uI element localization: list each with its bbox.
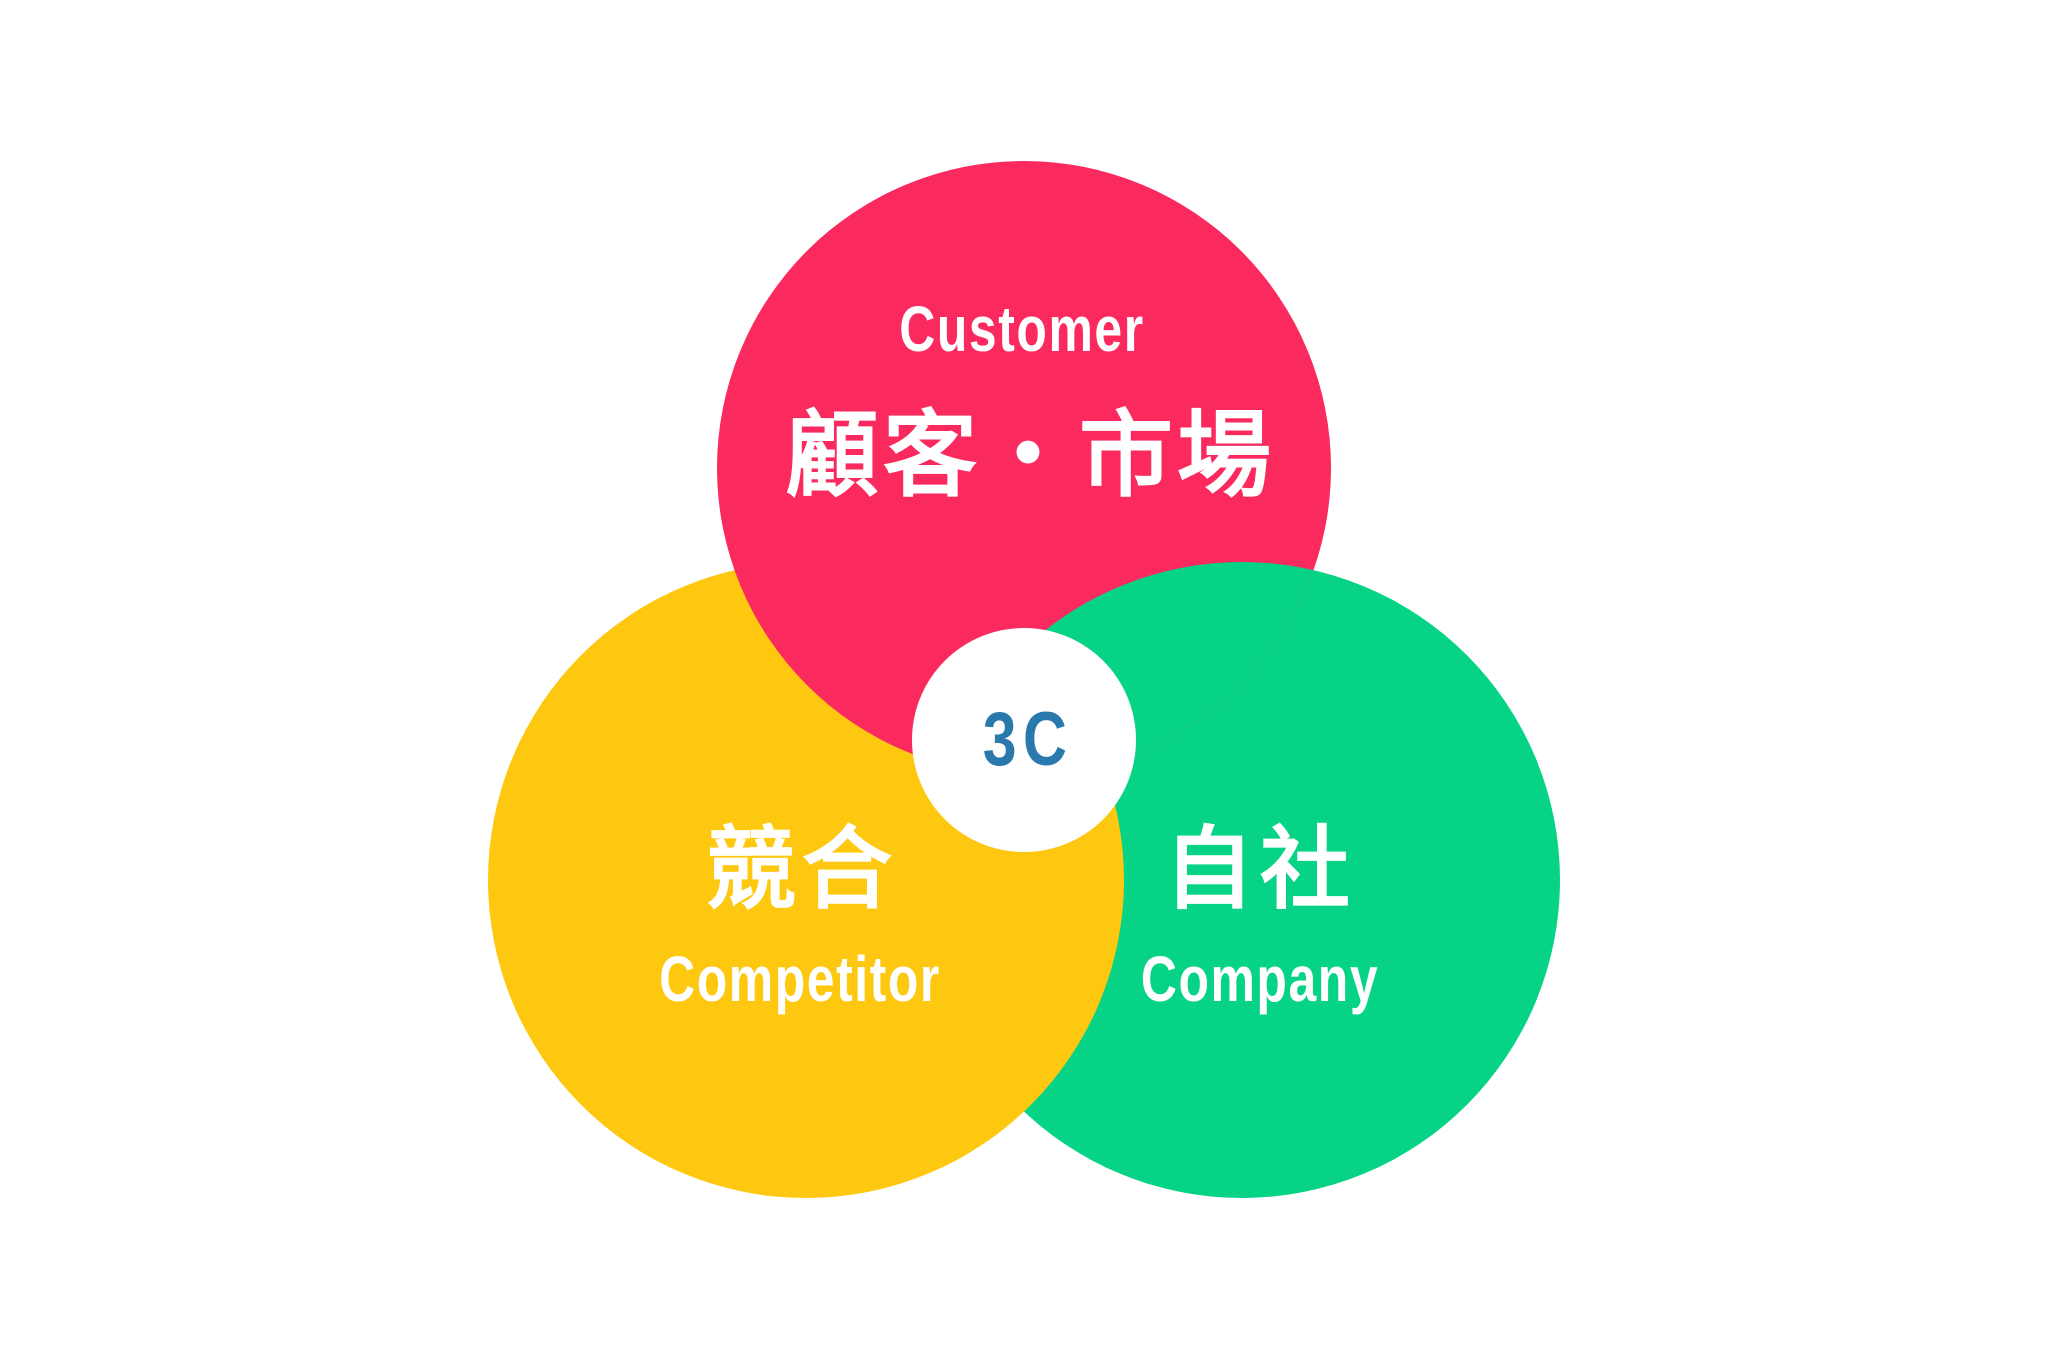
company-label-en: Company	[1141, 944, 1379, 1015]
customer-label-en: Customer	[899, 294, 1144, 365]
competitor-label-en: Competitor	[659, 944, 941, 1015]
center-badge-label: 3C	[983, 696, 1074, 781]
customer-label-ja: 顧客・市場	[785, 403, 1275, 508]
center-badge-circle	[912, 628, 1136, 852]
competitor-label-ja: 競合	[706, 820, 898, 920]
company-label-ja: 自社	[1164, 820, 1356, 920]
